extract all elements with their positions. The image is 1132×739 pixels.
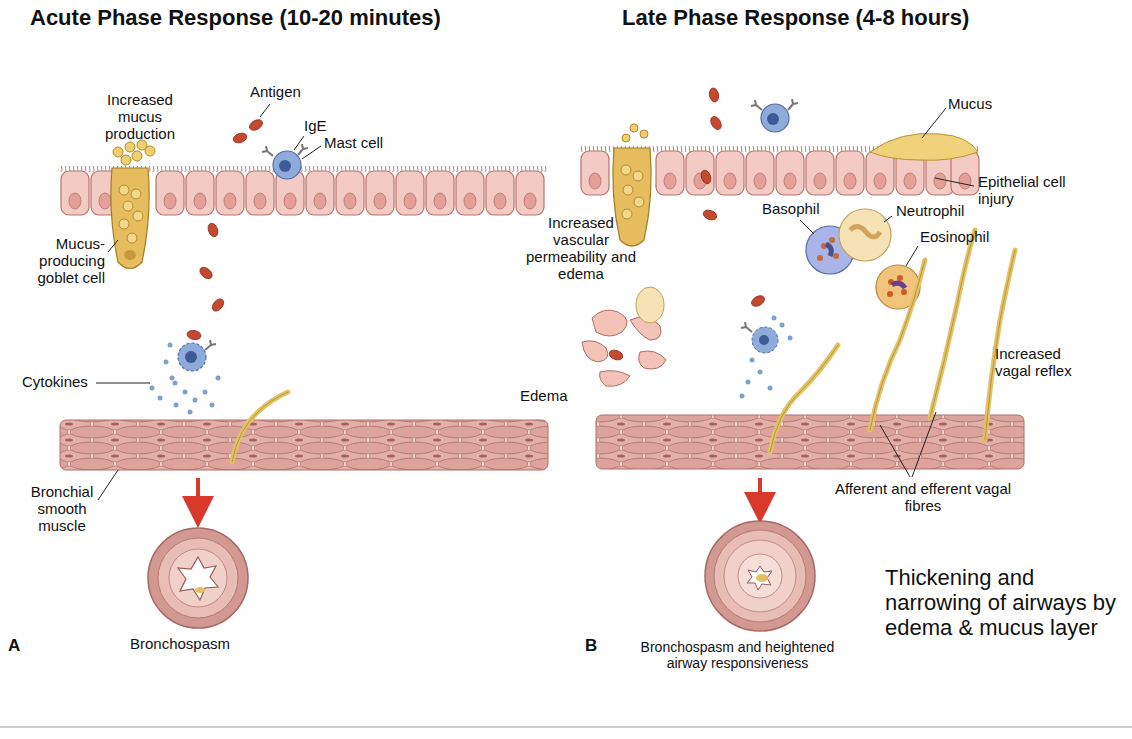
- annotation-label: Antigen: [250, 84, 330, 101]
- smooth-muscle-left: [60, 420, 548, 470]
- annotation-label: Increased vagal reflex: [995, 346, 1095, 380]
- annotation-label: Afferent and efferent vagal fibres: [828, 481, 1018, 515]
- footer-rule: [0, 726, 1132, 728]
- annotation-label: Eosinophil: [920, 229, 1020, 246]
- leader-lines-left: [96, 104, 321, 500]
- goblet-cell-right: [613, 124, 651, 246]
- antigens-right: [699, 87, 766, 308]
- leader-lines-right: [800, 108, 974, 477]
- mucus-layer: [870, 133, 978, 160]
- annotation-label: Neutrophil: [896, 203, 996, 220]
- annotation-label: Cytokines: [22, 374, 102, 391]
- note-text: Thickening and narrowing of airways by e…: [885, 566, 1117, 641]
- annotation-label: Increased mucus production: [95, 92, 185, 143]
- annotation-label: Epithelial cell injury: [978, 174, 1068, 208]
- annotation-label: Bronchial smooth muscle: [22, 484, 102, 535]
- vagal-fibres: [770, 230, 1015, 452]
- panel-letter: A: [8, 636, 30, 655]
- goblet-cell: [111, 140, 155, 269]
- panel-title: Late Phase Response (4-8 hours): [622, 6, 1112, 31]
- nerve-left: [232, 392, 288, 462]
- annotation-label: Bronchospasm and heightened airway respo…: [630, 640, 845, 672]
- annotation-label: Mast cell: [324, 135, 414, 152]
- smooth-muscle-right: [596, 415, 1024, 469]
- red-arrow: [196, 478, 200, 512]
- antigens-left: [186, 118, 264, 341]
- mast-cell-degranulating: [150, 340, 221, 415]
- annotation-label: Mucus-producing goblet cell: [20, 236, 105, 287]
- vessel-edema: [582, 287, 666, 386]
- annotation-label: Mucus: [948, 96, 1028, 113]
- annotation-label: Basophil: [762, 201, 832, 218]
- annotation-label: Bronchospasm: [130, 636, 270, 653]
- annotation-label: IgE: [304, 118, 344, 135]
- mast-cell-right: [751, 99, 798, 132]
- bronchus-cross-section-right: [705, 521, 815, 631]
- mast-cell-late: [740, 316, 793, 399]
- leukocytes: [806, 209, 920, 309]
- annotation-label: Edema: [520, 388, 590, 405]
- red-arrow: [758, 478, 762, 508]
- panel-title: Acute Phase Response (10-20 minutes): [30, 6, 600, 31]
- annotation-label: Increased vascular permeability and edem…: [525, 215, 637, 283]
- bronchus-cross-section-left: [148, 528, 248, 628]
- mast-cell-surface: [262, 144, 308, 179]
- panel-letter: B: [585, 636, 607, 655]
